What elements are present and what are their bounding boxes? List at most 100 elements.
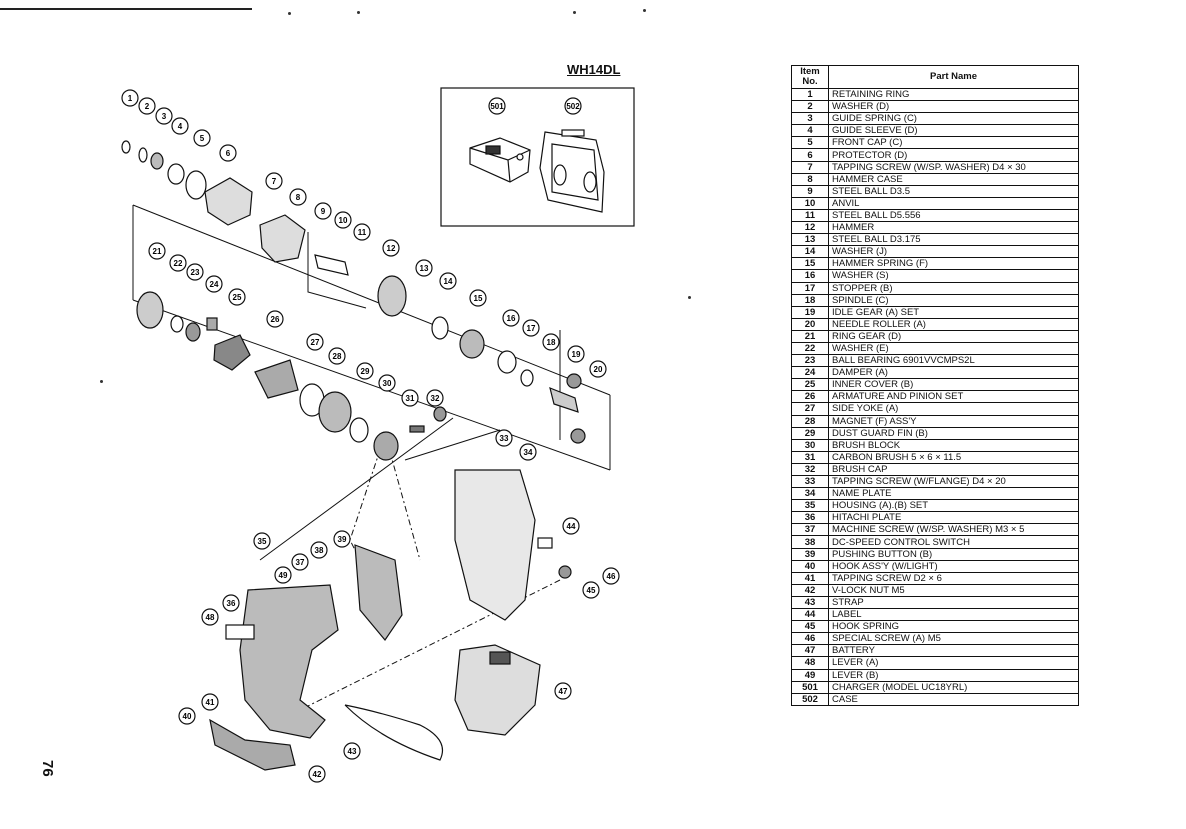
part-name: STEEL BALL D3.175 [828, 233, 1079, 247]
callout-number: 13 [420, 264, 429, 273]
callout-number: 12 [387, 244, 396, 253]
callout-34: 34 [519, 443, 537, 461]
item-number: 46 [791, 632, 829, 646]
part-name: WASHER (J) [828, 245, 1079, 259]
part-name: GUIDE SLEEVE (D) [828, 124, 1079, 138]
callout-29: 29 [356, 362, 374, 380]
item-number: 6 [791, 148, 829, 162]
case-drawing [539, 129, 605, 213]
item-number: 30 [791, 438, 829, 452]
callout-circle [291, 553, 309, 571]
scan-speck [357, 11, 360, 14]
callout-7: 7 [265, 172, 283, 190]
part-name: MACHINE SCREW (W/SP. WASHER) M3 × 5 [828, 523, 1079, 537]
callout-number: 32 [431, 394, 440, 403]
item-number: 38 [791, 535, 829, 549]
callout-circle [219, 144, 237, 162]
callout-circle [178, 707, 196, 725]
callout-number: 29 [361, 367, 370, 376]
part-name: ARMATURE AND PINION SET [828, 390, 1079, 404]
callout-circle [222, 594, 240, 612]
item-number: 1 [791, 87, 829, 102]
item-number: 42 [791, 583, 829, 597]
item-number: 31 [791, 450, 829, 464]
callout-10: 10 [334, 211, 352, 229]
callout-number: 22 [174, 259, 183, 268]
model-label: WH14DL [567, 62, 621, 77]
callout-30: 30 [378, 374, 396, 392]
callout-circle [519, 443, 537, 461]
callout-number: 30 [383, 379, 392, 388]
callout-number: 27 [311, 338, 320, 347]
callout-49: 49 [274, 566, 292, 584]
callout-5: 5 [193, 129, 211, 147]
part-name: SPECIAL SCREW (A) M5 [828, 632, 1079, 646]
callout-number: 8 [296, 193, 301, 202]
scan-speck [288, 12, 291, 15]
part-name: CASE [828, 692, 1079, 706]
part-name: GUIDE SPRING (C) [828, 112, 1079, 126]
callout-number: 6 [226, 149, 231, 158]
callout-6: 6 [219, 144, 237, 162]
item-number: 24 [791, 366, 829, 380]
item-number: 7 [791, 160, 829, 174]
item-number: 9 [791, 184, 829, 198]
callout-number: 15 [474, 294, 483, 303]
callout-number: 25 [233, 293, 242, 302]
part-name: HOOK ASS'Y (W/LIGHT) [828, 559, 1079, 573]
callout-39: 39 [333, 530, 351, 548]
callout-circle [193, 129, 211, 147]
callout-number: 34 [524, 448, 533, 457]
callout-number: 16 [507, 314, 516, 323]
callout-number: 17 [527, 324, 536, 333]
exploded-parts-diagram: 1234567891011121314151617181920212223242… [121, 87, 635, 783]
callout-number: 36 [227, 599, 236, 608]
callout-number: 11 [358, 228, 367, 237]
part-name: CARBON BRUSH 5 × 6 × 11.5 [828, 450, 1079, 464]
accessory-inset-box [440, 87, 635, 227]
callout-25: 25 [228, 288, 246, 306]
callout-number: 3 [162, 112, 167, 121]
callout-27: 27 [306, 333, 324, 351]
callout-42: 42 [308, 765, 326, 783]
callout-20: 20 [589, 360, 607, 378]
item-number: 29 [791, 426, 829, 440]
callout-number: 19 [572, 350, 581, 359]
part-name: HOOK SPRING [828, 620, 1079, 634]
item-number: 45 [791, 620, 829, 634]
part-name: BALL BEARING 6901VVCMPS2L [828, 354, 1079, 368]
part-name: LEVER (B) [828, 668, 1079, 682]
callout-circle [415, 259, 433, 277]
callout-number: 31 [406, 394, 415, 403]
item-number: 5 [791, 136, 829, 150]
callout-circle [582, 581, 600, 599]
callout-number: 37 [296, 558, 305, 567]
callout-circle [488, 97, 506, 115]
part-name: STEEL BALL D3.5 [828, 184, 1079, 198]
item-number: 13 [791, 233, 829, 247]
callout-number: 44 [567, 522, 576, 531]
callout-18: 18 [542, 333, 560, 351]
part-name: PUSHING BUTTON (B) [828, 547, 1079, 561]
callout-19: 19 [567, 345, 585, 363]
part-name: BRUSH CAP [828, 462, 1079, 477]
item-number: 32 [791, 462, 829, 477]
